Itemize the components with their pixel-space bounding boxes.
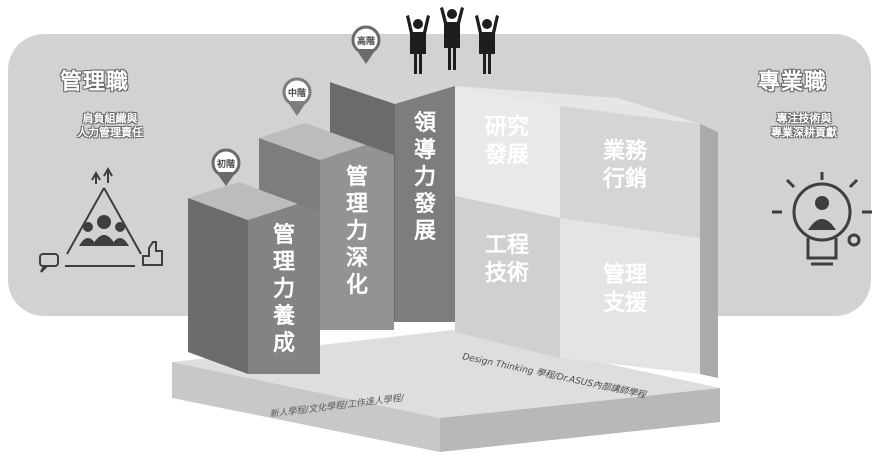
people-on-top-icon <box>406 7 499 74</box>
professional-track-subtitle: 專注技術與 專業深耕貢獻 <box>771 112 837 139</box>
person-icon <box>808 196 836 230</box>
management-track-subtitle: 肩負組織與 人力管理責任 <box>77 112 143 139</box>
professional-track-title: 專業職 <box>758 70 828 95</box>
step-label-entry: 管理力養成 <box>272 223 295 356</box>
step-label-mid: 管理力深化 <box>345 165 368 298</box>
cell-sales-marketing: 業務行銷 <box>602 139 647 192</box>
management-track-title: 管理職 <box>60 70 130 95</box>
cell-engineering: 工程技術 <box>484 233 529 286</box>
step-fronts <box>248 86 455 374</box>
team-triangle-icon <box>39 166 163 273</box>
cell-rnd: 研究發展 <box>484 115 529 168</box>
people-group-icon <box>79 215 129 246</box>
pin-mid-level: 中階 <box>282 77 312 116</box>
cell-management-support: 管理支援 <box>602 263 647 316</box>
pin-entry-label: 初階 <box>217 158 235 170</box>
pin-senior-level: 高階 <box>351 25 381 64</box>
step-tops <box>188 64 455 220</box>
professional-block <box>455 86 718 378</box>
pin-mid-label: 中階 <box>288 87 306 99</box>
pin-entry-level: 初階 <box>211 148 241 186</box>
step-label-senior: 領導力發展 <box>413 111 436 244</box>
pin-senior-label: 高階 <box>357 35 375 47</box>
lightbulb-person-icon <box>772 172 872 266</box>
